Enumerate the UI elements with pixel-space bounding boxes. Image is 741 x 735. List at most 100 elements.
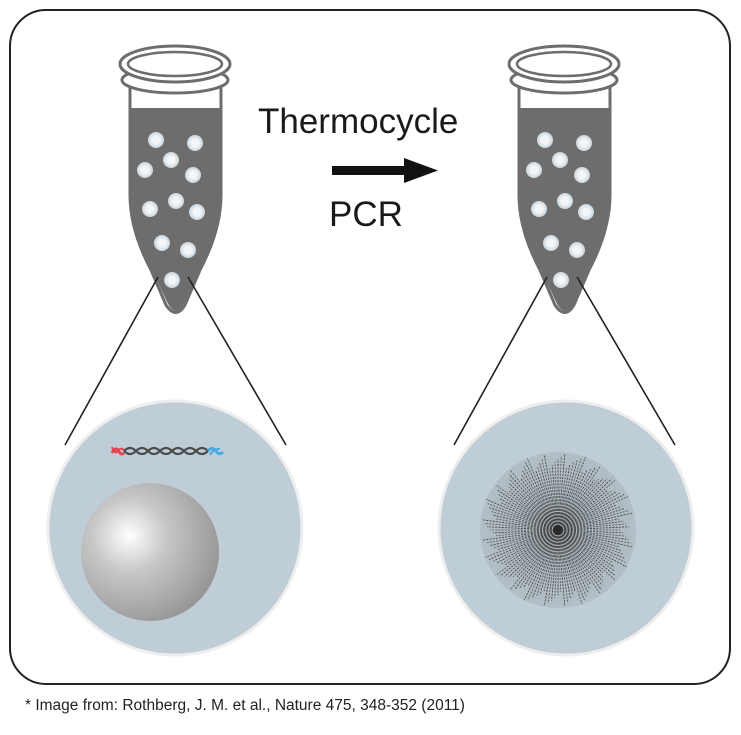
dna-strand [512, 529, 559, 578]
zoom-lines [64, 276, 676, 446]
bead [526, 162, 542, 178]
dna-strand [496, 489, 559, 531]
dna-strand [557, 465, 571, 531]
method-label: PCR [329, 195, 403, 234]
dna-strand [484, 523, 559, 531]
dna-strand [557, 478, 617, 531]
dna-strand [554, 529, 559, 598]
dna-strand [557, 529, 589, 593]
bead [163, 152, 179, 168]
dna-strand [557, 490, 608, 531]
dna-strand [557, 529, 604, 578]
dna-strand [535, 469, 559, 531]
dna-strand [557, 529, 587, 597]
dna-strand [557, 494, 625, 531]
dna-strand [557, 529, 623, 555]
dna-strand [557, 529, 602, 591]
dna-strand [557, 529, 634, 548]
dna-strand [557, 529, 626, 537]
dna-strand [536, 529, 559, 596]
bead [537, 132, 553, 148]
dna-strand [557, 529, 614, 564]
dna-strand [557, 526, 629, 531]
dna-strand [501, 529, 559, 565]
dna-strand [499, 529, 559, 577]
dna-strand [557, 462, 574, 531]
dna-strand [527, 529, 559, 587]
dna-strand [540, 529, 559, 594]
dna-strand [557, 529, 562, 592]
left-zoom-view [46, 399, 304, 657]
bead [531, 201, 547, 217]
process-label: Thermocycle [258, 102, 458, 141]
bead [187, 135, 203, 151]
dna-strand [493, 529, 559, 549]
dna-strand [557, 529, 604, 582]
dna-strand [519, 529, 559, 589]
dna-strand [557, 518, 620, 531]
bead [578, 204, 594, 220]
dna-strand [508, 529, 559, 578]
dna-strand [508, 486, 559, 531]
dna-strand [539, 462, 559, 531]
template-dna-icon [110, 446, 225, 456]
dna-strand [557, 468, 592, 531]
dna-strand [497, 493, 559, 531]
bead [185, 167, 201, 183]
dna-strand [496, 529, 559, 551]
dna-strand [489, 507, 559, 531]
right-zoom-view [437, 399, 695, 657]
dna-strand [557, 510, 629, 531]
dna-strand [500, 501, 559, 531]
bead [569, 242, 585, 258]
dna-strand [557, 490, 612, 531]
dna-strand [487, 503, 559, 531]
dna-strand [557, 529, 576, 592]
dna-strand [557, 529, 569, 603]
dna-strand [495, 529, 559, 576]
dna-strand [508, 482, 559, 531]
dna-strand [551, 465, 559, 531]
bead [180, 242, 196, 258]
bead [168, 193, 184, 209]
left-tube-liquid [131, 108, 220, 311]
dna-strand [557, 504, 617, 531]
dna-strand [528, 529, 559, 600]
capture-bead-icon [81, 483, 219, 621]
amplified-dna-burst-icon [481, 453, 634, 606]
dna-strand [557, 456, 562, 531]
dna-strand [491, 511, 559, 531]
dna-strand [549, 468, 559, 531]
dna-strand [498, 497, 559, 531]
dna-strand [504, 529, 559, 578]
dna-strand [557, 529, 627, 568]
left-tube [118, 44, 232, 314]
dna-strand [557, 529, 615, 568]
dna-strand [557, 469, 588, 531]
right-tube-rim-inner [515, 50, 613, 78]
bead [553, 272, 569, 288]
left-tube-rim-inner [126, 50, 224, 78]
dna-strand [484, 529, 559, 558]
dna-strand [541, 458, 559, 531]
dna-strand [522, 470, 559, 531]
dna-strand [505, 529, 559, 566]
dna-strand [543, 529, 559, 592]
dna-strand [557, 523, 626, 531]
dna-strand [523, 529, 559, 601]
dna-strand [557, 478, 612, 531]
dna-strand [492, 529, 559, 562]
dna-strand [493, 529, 559, 534]
right-tube-liquid [520, 108, 609, 311]
dna-strand [557, 460, 578, 531]
amplified-bead-core [553, 525, 563, 535]
dna-strand [526, 458, 559, 531]
dna-strand [557, 478, 608, 531]
dna-strand [547, 529, 559, 604]
bead [576, 135, 592, 151]
dna-strand [557, 529, 616, 576]
dna-strand [493, 514, 559, 531]
dna-strand [557, 529, 585, 601]
dna-strand [557, 529, 615, 572]
